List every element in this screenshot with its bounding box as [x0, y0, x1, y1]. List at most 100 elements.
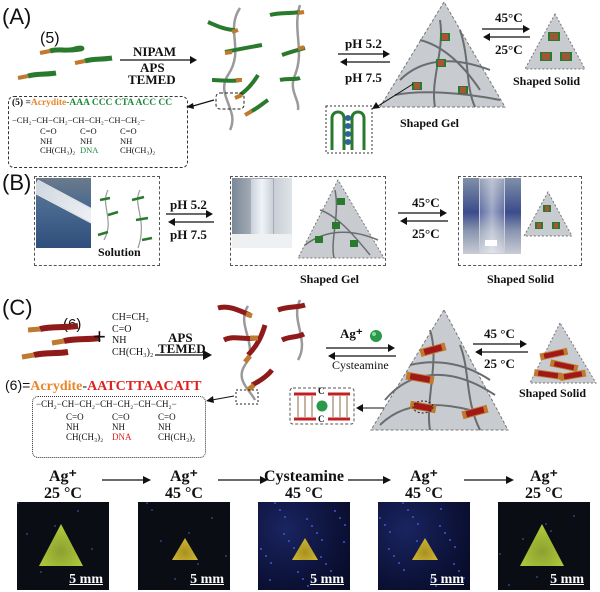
solution-polymer-sketch: [97, 189, 153, 249]
cytosine-top: C: [318, 386, 325, 396]
red-strand-2: [51, 335, 101, 346]
reagent-nipam: NIPAM: [133, 44, 177, 59]
temp-forward-a: 45°C: [495, 10, 523, 25]
monomer-strands: [17, 4, 306, 131]
ph-arrows-b: [166, 210, 214, 226]
ph-reverse-b: pH 7.5: [170, 227, 207, 242]
scale-bar-label: 5 mm: [550, 572, 584, 587]
i-motif-3: [412, 82, 422, 90]
photo-caption-line1: Ag⁺: [530, 468, 558, 485]
photo-caption-line1: Ag⁺: [49, 468, 77, 485]
temp-arrows-b: [398, 209, 448, 225]
photo-caption-line1: Ag⁺: [410, 468, 438, 485]
i-motif-2: [436, 59, 446, 67]
solution-box: [34, 176, 160, 266]
monomer-strands-red: [21, 299, 306, 405]
photo-caption-4: Ag⁺45 °C: [369, 468, 479, 502]
chem-backbone-c: −CH₂−CH−CH₂−CH−CH₂−CH−CH₂−: [36, 399, 177, 409]
photo-caption-line2: 25 °C: [44, 485, 82, 502]
photo-caption-line2: 25 °C: [525, 485, 563, 502]
ph-reverse-a: pH 7.5: [345, 70, 382, 85]
cytosine-bottom: C: [318, 414, 325, 424]
shaped-gel-label-b: Shaped Gel: [300, 272, 360, 286]
reagent-temed: TEMED: [128, 72, 176, 87]
ph-forward-a: pH 5.2: [345, 36, 382, 51]
photo-caption-line2: 45 °C: [405, 485, 443, 502]
ag-label: Ag⁺: [340, 326, 363, 341]
c-ag-c-duplex-1: [419, 342, 447, 357]
sequence-6-acrydite: Acrydite: [30, 379, 83, 394]
cysteamine-label: Cysteamine: [332, 358, 389, 372]
temp-reverse-c: 25 °C: [484, 356, 515, 371]
fluorescence-photo-2: 5 mm: [138, 502, 230, 590]
ph-arrows-a: [338, 50, 390, 66]
chem-structure-box-c: [32, 396, 206, 458]
sequence-6-prefix: (6)=: [5, 377, 31, 393]
reagent-aps-c: APS: [168, 330, 193, 345]
shaped-gel-triangle-c: [370, 308, 509, 431]
zoom-pointer-a: [186, 92, 245, 110]
scale-bar-label: 5 mm: [430, 572, 464, 587]
shaped-solid-box-b: [458, 176, 582, 266]
sequence-6-dna: AATCTTAACATT: [87, 379, 202, 394]
scale-bar-label: 5 mm: [310, 572, 344, 587]
polymer-chain-1: [222, 7, 242, 131]
silver-ion-icon: [316, 400, 328, 412]
temp-forward-b: 45°C: [412, 195, 440, 210]
shaped-gel-label-a: Shaped Gel: [400, 116, 460, 130]
scale-bar-label: 5 mm: [69, 572, 103, 587]
photo-caption-line1: Cysteamine: [264, 468, 344, 485]
strand-1: [39, 45, 85, 55]
ph-forward-b: pH 5.2: [170, 197, 207, 212]
fluorescence-photo-4: 5 mm: [378, 502, 470, 590]
shaped-solid-triangle-a: [524, 12, 586, 70]
c-ag-c-detail: [289, 387, 391, 425]
scale-bar-label: 5 mm: [190, 572, 224, 587]
strand-2: [74, 55, 113, 65]
shaped-gel-triangle-a: [325, 1, 506, 154]
temp-arrows-c: [473, 340, 528, 356]
monomer-5-label: (5): [40, 30, 60, 47]
sequence-6: (6)=Acrydite-AATCTTAACATT: [5, 377, 202, 394]
red-strand-3: [21, 349, 69, 360]
shaped-solid-label-c: Shaped Solid: [519, 386, 587, 400]
temp-forward-c: 45 °C: [484, 326, 515, 341]
i-motif-detail: [330, 110, 366, 150]
photo-caption-line2: 45 °C: [285, 485, 323, 502]
fluorescence-photo-5: 5 mm: [498, 502, 590, 590]
shaped-solid-label-a: Shaped Solid: [513, 74, 581, 88]
strand-3: [17, 70, 57, 80]
ag-arrows-c: [326, 330, 396, 360]
panel-a-label: (A): [2, 4, 32, 29]
chem-backbone-a: −CH₂−CH−CH₂−CH−CH₂−CH−CH₂−: [12, 115, 145, 125]
photo-caption-line1: Ag⁺: [170, 468, 198, 485]
fluorescence-photo-1: 5 mm: [17, 502, 109, 590]
temp-reverse-a: 25°C: [495, 42, 523, 57]
i-motif-4: [458, 86, 468, 94]
sequence-5-dna: AAA CCC CTA ACC CC: [69, 98, 173, 108]
shaped-gel-box-b: [230, 176, 386, 266]
shaped-solid-photo: [463, 178, 521, 254]
temp-arrows-a: [482, 25, 530, 41]
sequence-5-acrydite: Acrydite: [30, 98, 67, 108]
photo-caption-5: Ag⁺25 °C: [489, 468, 599, 502]
solution-photo: [36, 178, 91, 248]
panel-b-label: (B): [2, 170, 32, 195]
photo-caption-2: Ag⁺45 °C: [129, 468, 239, 502]
shaped-solid-triangle-c: [529, 321, 597, 384]
reagent-temed-c: TEMED: [158, 341, 206, 356]
c-ag-c-duplex-3: [409, 400, 437, 414]
i-motif-1: [440, 33, 450, 41]
photo-caption-line2: 45 °C: [165, 485, 203, 502]
temp-reverse-b: 25°C: [412, 226, 440, 241]
shaped-gel-triangle-b: [297, 178, 385, 259]
c-ag-c-duplex-2: [405, 371, 435, 385]
red-strand-1: [27, 323, 79, 333]
